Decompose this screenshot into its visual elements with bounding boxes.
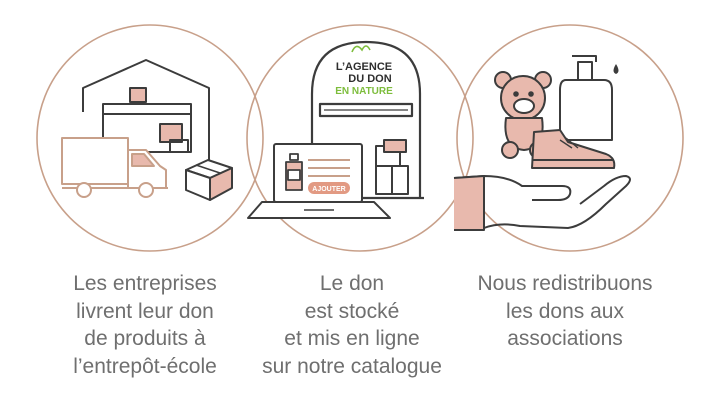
bottle-icon: [285, 153, 303, 191]
step-3-caption: Nous redistribuons les dons aux associat…: [445, 270, 685, 353]
logo-line-1: L’AGENCE: [336, 61, 392, 73]
warehouse-icon: [82, 59, 210, 162]
caption-line: est stocké: [304, 299, 400, 323]
logo-line-3: EN NATURE: [335, 86, 393, 97]
caption-line: Les entreprises: [73, 272, 217, 295]
laptop-icon: [247, 143, 391, 219]
delivery-truck-icon: [61, 137, 168, 198]
donation-process-diagram: L’AGENCE DU DON EN NATURE AJOUTER: [36, 24, 684, 252]
step-1-caption: Les entreprises livrent leur don de prod…: [25, 270, 265, 380]
shoe-icon: [531, 129, 616, 169]
caption-line: associations: [507, 327, 623, 350]
cardboard-box-icon: [185, 159, 233, 201]
caption-line: Le don: [319, 272, 385, 295]
agency-logo: L’AGENCE DU DON EN NATURE: [335, 45, 393, 97]
caption-line: livrent leur don: [76, 299, 214, 323]
step-1-circle: [36, 24, 264, 252]
giving-hand-icon: [453, 175, 631, 231]
caption-line: l’entrepôt-école: [73, 354, 217, 378]
caption-line: et mis en ligne: [284, 327, 420, 350]
caption-line: Nous redistribuons: [477, 272, 653, 295]
step-2-caption: Le don est stocké et mis en ligne sur no…: [232, 270, 472, 380]
logo-line-2: DU DON: [348, 73, 391, 85]
caption-line: les dons aux: [506, 299, 624, 323]
add-to-catalog-button: AJOUTER: [308, 182, 350, 194]
step-3-circle: [456, 24, 684, 252]
caption-line: sur notre catalogue: [262, 354, 442, 378]
step-2-circle: [246, 24, 474, 252]
soap-dispenser-icon: [559, 55, 619, 141]
shelf-boxes-icon: [375, 139, 409, 195]
add-button-label: AJOUTER: [312, 186, 345, 193]
caption-line: de produits à: [84, 327, 206, 350]
